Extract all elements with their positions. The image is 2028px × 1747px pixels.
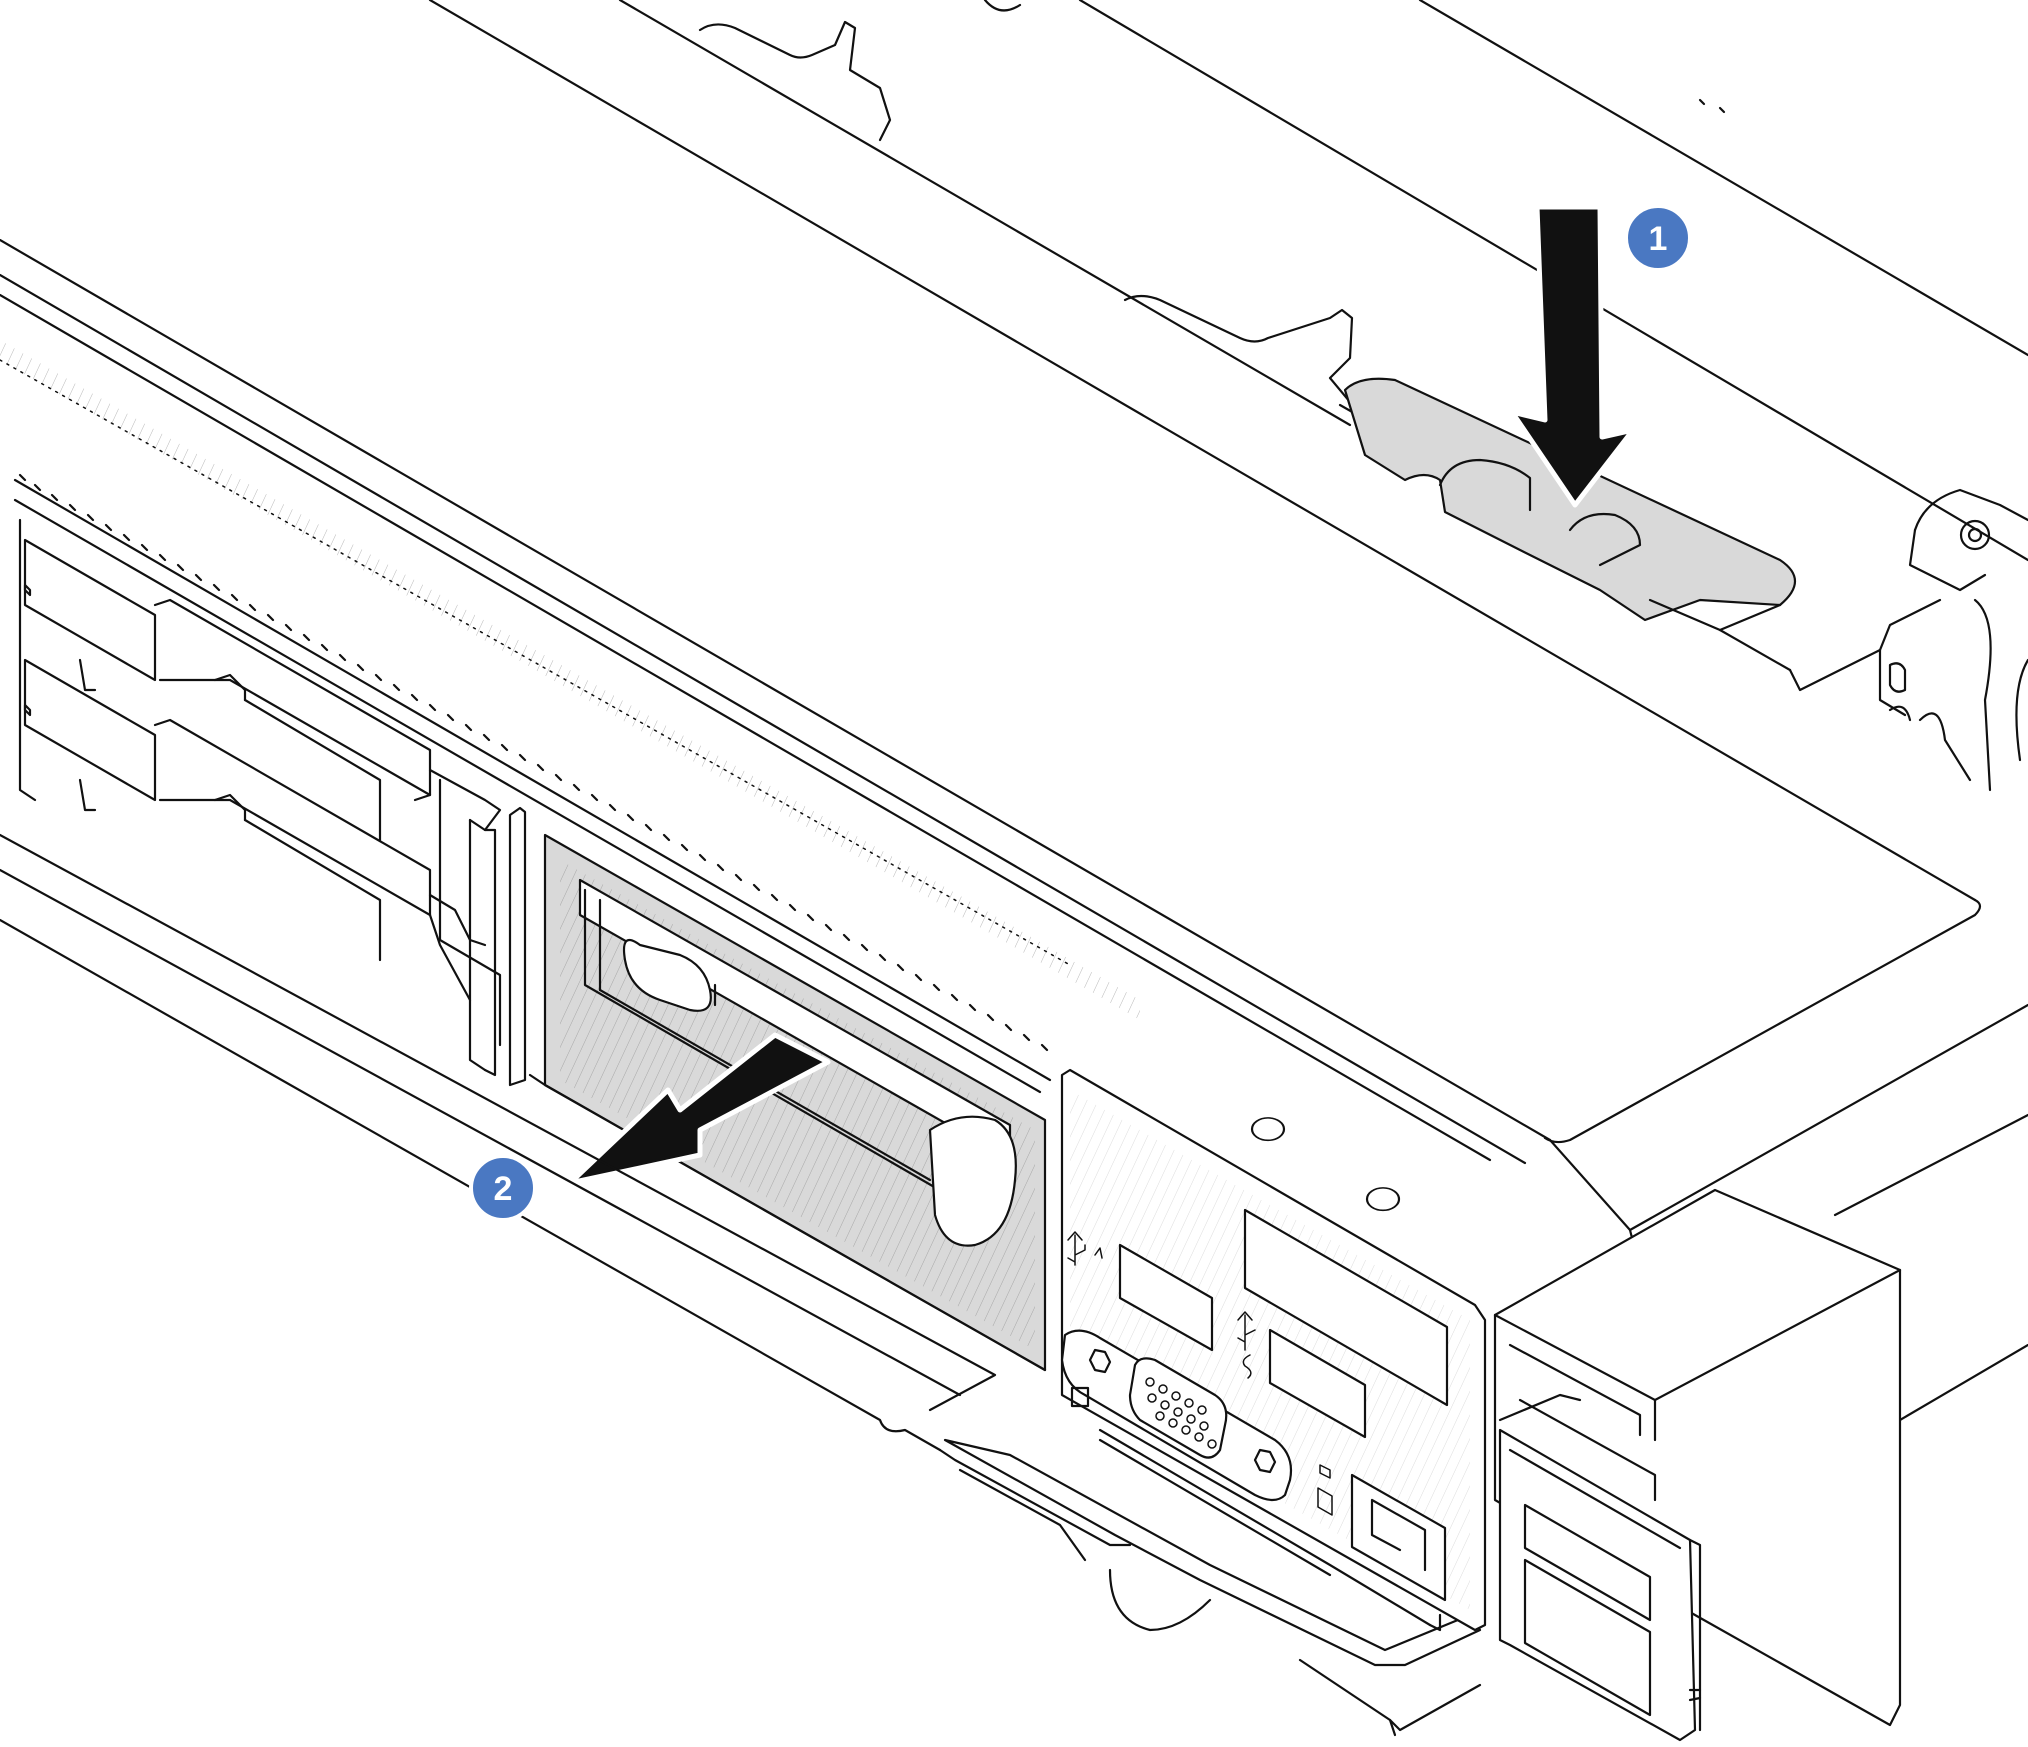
usb-icon	[1067, 1231, 1103, 1266]
usb-port-1	[1118, 1243, 1214, 1352]
drive-bays	[13, 473, 1052, 1094]
front-bezel-vent-band	[0, 340, 1140, 1020]
callout-1-number: 1	[1649, 220, 1668, 258]
drive-filler	[528, 833, 1047, 1372]
diagnostics-port	[1350, 1473, 1447, 1602]
vga-port-icon	[1060, 1329, 1293, 1502]
screw-hole-bottom	[1365, 1187, 1401, 1212]
usb-port-2	[1268, 1328, 1367, 1439]
chassis-top-cover	[0, 0, 2028, 1422]
usb-superspeed-icon	[1237, 1311, 1256, 1379]
down-arrow-icon	[1509, 204, 1636, 508]
lcd-diagnostics-icon	[1317, 1464, 1333, 1516]
screw-hole-top	[1250, 1117, 1286, 1142]
internal-bracket-top	[698, 0, 1726, 142]
pull-out-arrow-icon	[567, 1032, 831, 1186]
chassis-front-lower	[0, 833, 1482, 1737]
front-io-assembly	[1060, 1068, 1487, 1632]
callout-2-number: 2	[494, 1170, 513, 1208]
rack-handle	[1493, 1188, 1902, 1742]
callout-1: 1	[1624, 204, 1692, 272]
callout-2: 2	[469, 1154, 537, 1222]
lcd-panel-window	[1243, 1208, 1449, 1407]
